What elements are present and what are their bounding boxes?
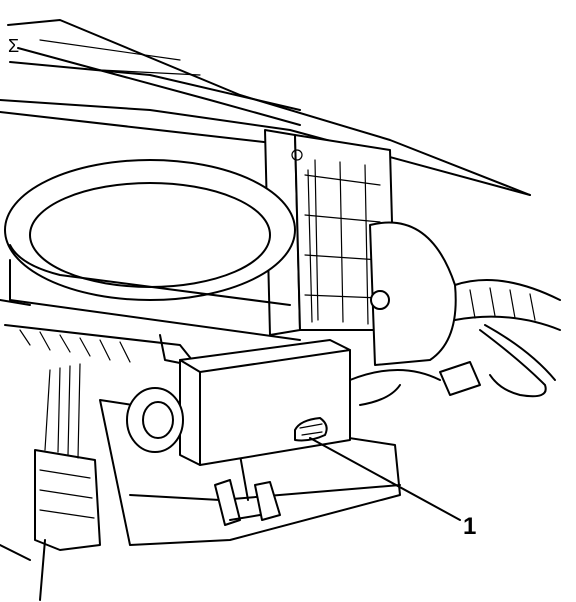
- callout-1-label: 1: [463, 513, 477, 540]
- louver-grille: [264, 129, 396, 336]
- upper-duct-housing: [0, 19, 531, 196]
- motor-round-connector: [126, 387, 184, 453]
- blower-motor-control-module: [179, 339, 351, 466]
- callout-1-leader: [309, 437, 461, 521]
- left-harness-connector: [0, 363, 101, 601]
- blower-motor-cover: [369, 221, 561, 366]
- blower-fan-housing: [0, 159, 301, 371]
- wire-harness: [329, 324, 556, 421]
- corner-mark: Σ: [8, 36, 19, 56]
